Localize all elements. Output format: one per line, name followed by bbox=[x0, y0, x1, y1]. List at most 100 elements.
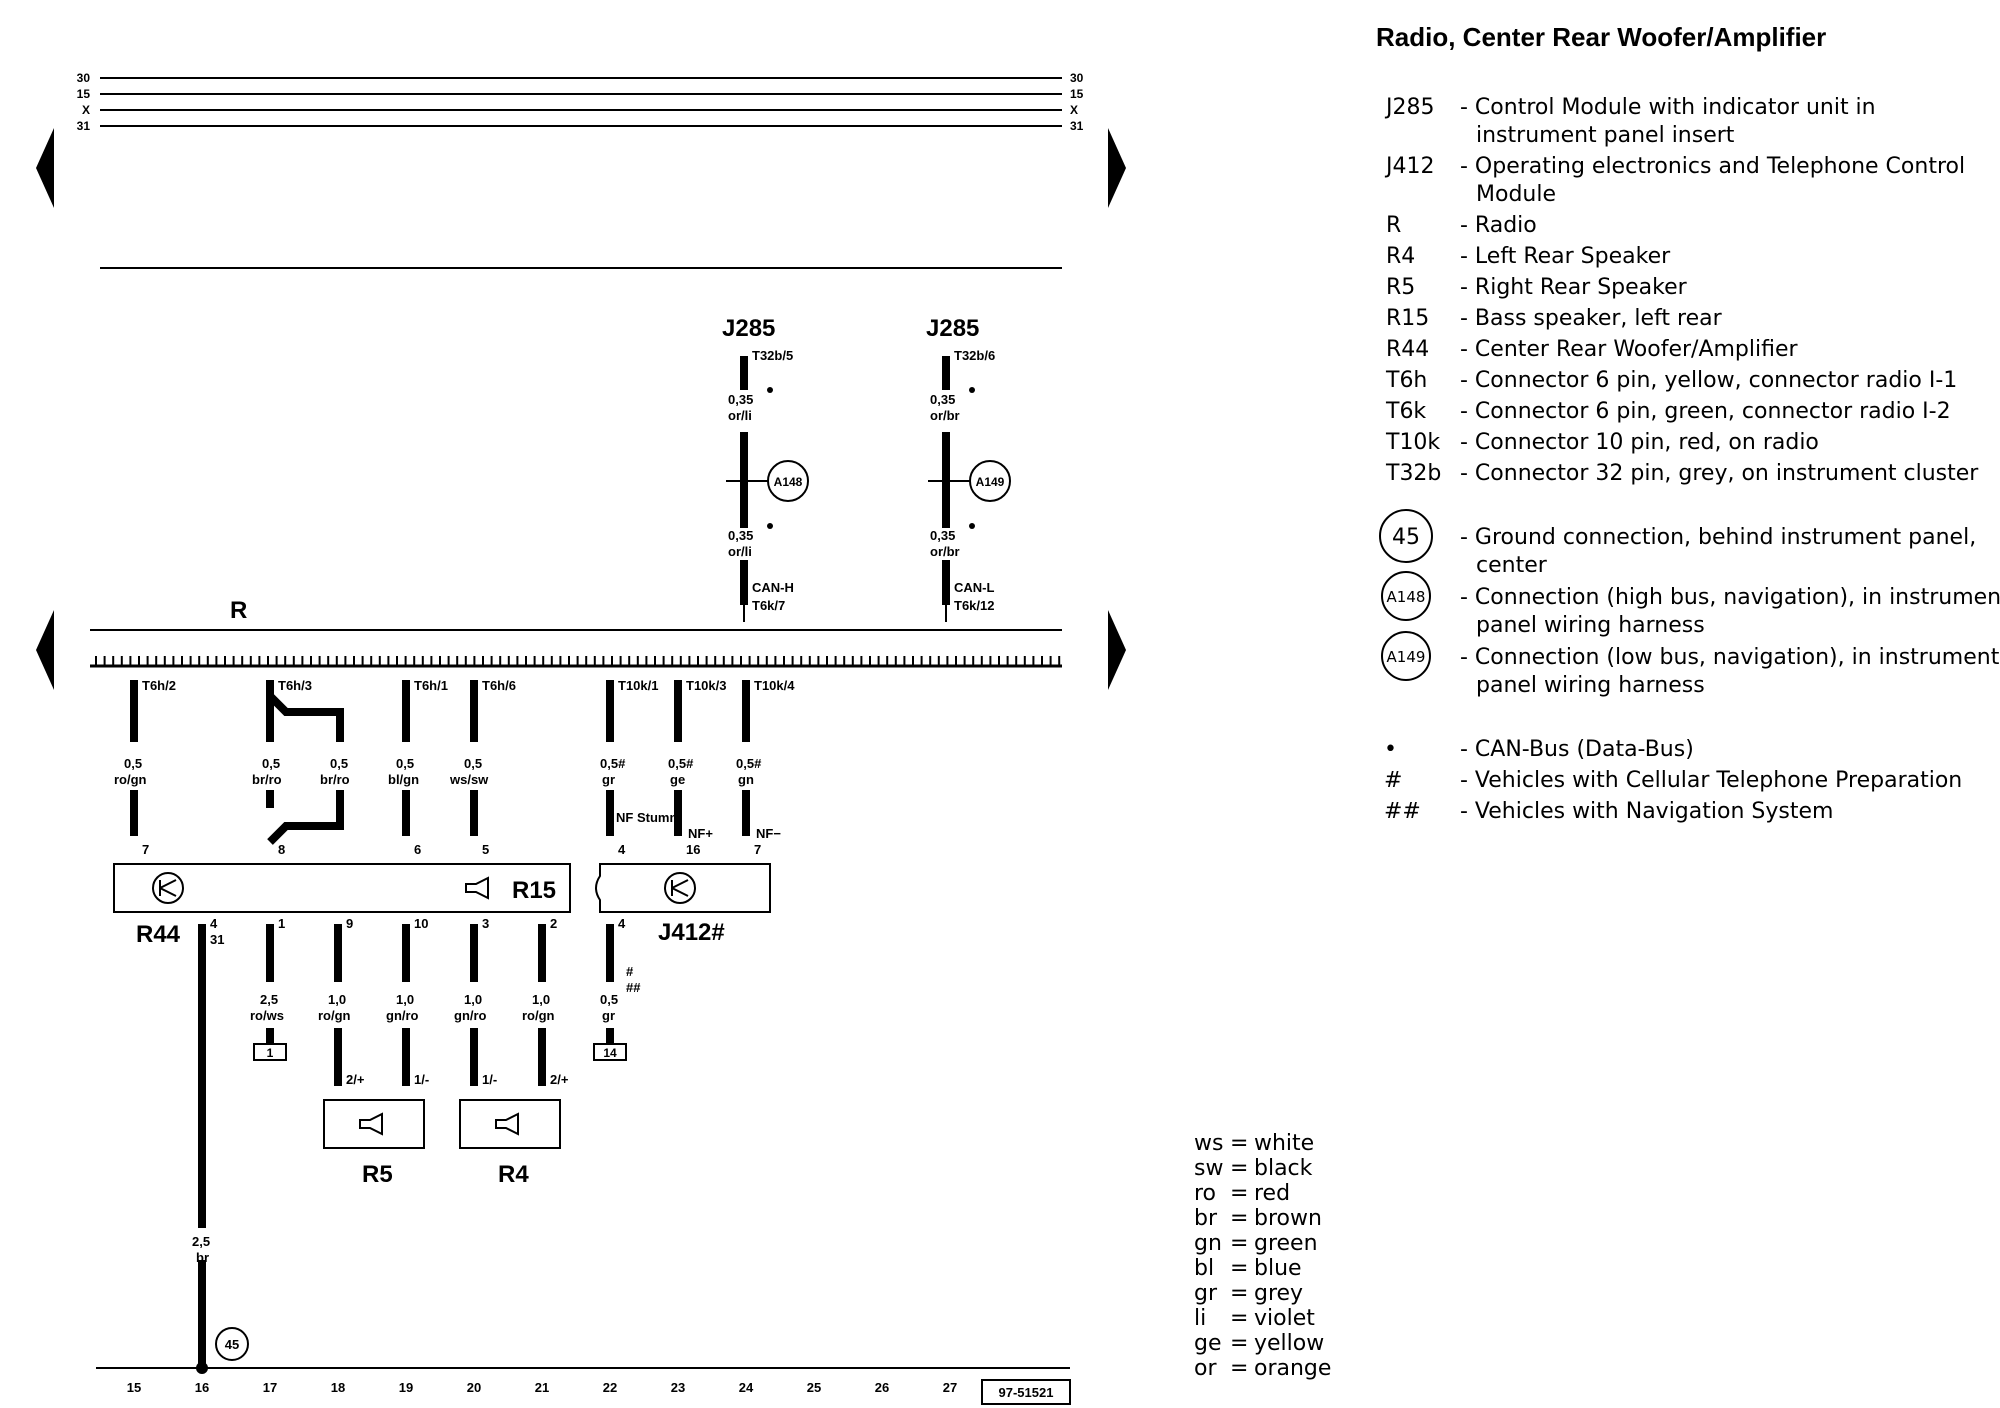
radio-pin-t6h-2: T6h/2 bbox=[142, 678, 176, 693]
radio-connector-ticks bbox=[95, 656, 1061, 666]
track-number: 24 bbox=[739, 1380, 754, 1395]
legend-code: T6k bbox=[1385, 399, 1426, 424]
wire-pin1-color: ro/ws bbox=[250, 1008, 284, 1023]
color-code: ro bbox=[1194, 1181, 1216, 1206]
legend-symbol-description: - Vehicles with Navigation System bbox=[1460, 799, 1833, 824]
r44-amplifier-icon bbox=[152, 872, 184, 904]
radio-pin-t10k-3: T10k/3 bbox=[686, 678, 726, 693]
color-code: li bbox=[1194, 1306, 1206, 1331]
color-equals: = bbox=[1230, 1281, 1248, 1306]
bus-label-15-right: 15 bbox=[1070, 87, 1084, 101]
bus-lines bbox=[100, 77, 1062, 127]
prev-page-arrow-top[interactable] bbox=[36, 128, 54, 208]
legend-code: T6h bbox=[1385, 368, 1427, 393]
track-number: 19 bbox=[399, 1380, 413, 1395]
wire-j412-mark-2: ## bbox=[626, 980, 641, 995]
r15-label: R15 bbox=[512, 877, 556, 904]
bus-label-30-left: 30 bbox=[77, 71, 91, 85]
color-code: bl bbox=[1194, 1256, 1214, 1281]
color-name: yellow bbox=[1254, 1331, 1324, 1356]
legend-description: Module bbox=[1476, 182, 1556, 207]
track-number: 17 bbox=[263, 1380, 277, 1395]
r44-box bbox=[113, 863, 571, 913]
wire-pin9-size: 1,0 bbox=[328, 992, 346, 1007]
prev-page-arrow-bottom[interactable] bbox=[36, 610, 54, 690]
upper-wires bbox=[130, 680, 750, 845]
next-page-arrow-bottom[interactable] bbox=[1108, 610, 1126, 690]
a148-badge-label: A148 bbox=[774, 475, 803, 489]
ground-wire-size: 2,5 bbox=[192, 1234, 210, 1249]
can-h-size-top: 0,35 bbox=[728, 392, 753, 407]
legend-circle-description: - Ground connection, behind instrument p… bbox=[1460, 525, 1976, 550]
ground-45-label: 45 bbox=[225, 1337, 239, 1352]
legend-description: instrument panel insert bbox=[1476, 123, 1735, 148]
color-name: black bbox=[1254, 1156, 1313, 1181]
can-l-size-top: 0,35 bbox=[930, 392, 955, 407]
wire-pin2-color: ro/gn bbox=[522, 1008, 555, 1023]
bus-label-31-left: 31 bbox=[77, 119, 91, 133]
j412-pin-4: 4 bbox=[618, 916, 626, 931]
j285-label-b: J285 bbox=[926, 315, 979, 342]
next-page-arrow-top[interactable] bbox=[1108, 128, 1126, 208]
wire-r44-7-color: ro/gn bbox=[114, 772, 147, 787]
legend-description: - Connector 6 pin, green, connector radi… bbox=[1460, 399, 1951, 424]
a149-splice bbox=[942, 477, 950, 485]
ref-box-1-label: 1 bbox=[267, 1046, 274, 1060]
can-l-bus-dot-top bbox=[969, 387, 975, 393]
ref-box-14-label: 14 bbox=[603, 1046, 617, 1060]
r44-pin-10: 10 bbox=[414, 916, 428, 931]
wire-nf-plus-color: ge bbox=[670, 772, 685, 787]
track-number: 15 bbox=[127, 1380, 141, 1395]
legend-code: R bbox=[1386, 213, 1401, 238]
ref-box-1 bbox=[253, 1043, 287, 1061]
j285-label-a: J285 bbox=[722, 315, 775, 342]
track-number: 20 bbox=[467, 1380, 481, 1395]
legend-circle-description: - Connection (low bus, navigation), in i… bbox=[1460, 645, 2000, 670]
a148-splice bbox=[740, 477, 748, 485]
color-equals: = bbox=[1230, 1131, 1248, 1156]
wire-nf-plus-signal: NF+ bbox=[688, 826, 713, 841]
wire-j412-mark-1: # bbox=[626, 964, 634, 979]
wire-nf-stumm-color: gr bbox=[602, 772, 615, 787]
r5-pin-minus: 1/- bbox=[414, 1072, 429, 1087]
legend-circle-icon bbox=[1381, 571, 1431, 621]
wire-pin1-size: 2,5 bbox=[260, 992, 278, 1007]
wire-r44-8-color: br/ro bbox=[252, 772, 282, 787]
legend-description: - Right Rear Speaker bbox=[1460, 275, 1688, 300]
diagram-id: 97-51521 bbox=[999, 1385, 1054, 1400]
r5-speaker-icon bbox=[359, 1112, 383, 1136]
r4-speaker-icon bbox=[495, 1112, 519, 1136]
j412-label: J412# bbox=[658, 919, 725, 946]
wire-nf-minus-pin: 7 bbox=[754, 842, 761, 857]
wire-nf-stumm-pin: 4 bbox=[618, 842, 626, 857]
wire-r44-6-color: bl/gn bbox=[388, 772, 419, 787]
circle-legend: 45 - Ground connection, behind instrument… bbox=[1379, 509, 2000, 698]
legend-description: - Operating electronics and Telephone Co… bbox=[1460, 154, 1965, 179]
wire-r44-5-pin: 5 bbox=[482, 842, 489, 857]
legend-code: R4 bbox=[1386, 244, 1415, 269]
wire-pin10-size: 1,0 bbox=[396, 992, 414, 1007]
radio-pin-t10k-1: T10k/1 bbox=[618, 678, 658, 693]
radio-pin-t10k-4: T10k/4 bbox=[754, 678, 795, 693]
can-l-color-bottom: or/br bbox=[930, 544, 960, 559]
color-code: gr bbox=[1194, 1281, 1218, 1306]
color-code: br bbox=[1194, 1206, 1218, 1231]
track-number: 16 bbox=[195, 1380, 209, 1395]
legend-symbol-description: - CAN-Bus (Data-Bus) bbox=[1460, 737, 1694, 762]
wire-r44-6-pin: 6 bbox=[414, 842, 421, 857]
legend-circle-icon bbox=[1381, 631, 1431, 681]
r4-pin-minus: 1/- bbox=[482, 1072, 497, 1087]
r44-label: R44 bbox=[136, 921, 181, 948]
r15-speaker-icon bbox=[465, 876, 489, 900]
wire-bridge-size: 0,5 bbox=[330, 756, 348, 771]
wire-bridge-color: br/ro bbox=[320, 772, 350, 787]
wire-nf-stumm-size: 0,5# bbox=[600, 756, 626, 771]
legend-code: J285 bbox=[1384, 95, 1434, 120]
wire-nf-stumm-signal: NF Stumm bbox=[616, 810, 681, 825]
wire-r44-7-pin: 7 bbox=[142, 842, 149, 857]
color-equals: = bbox=[1230, 1306, 1248, 1331]
legend-circle-code: 45 bbox=[1392, 525, 1420, 550]
legend-symbol-description: - Vehicles with Cellular Telephone Prepa… bbox=[1460, 768, 1962, 793]
a149-badge bbox=[969, 460, 1011, 502]
